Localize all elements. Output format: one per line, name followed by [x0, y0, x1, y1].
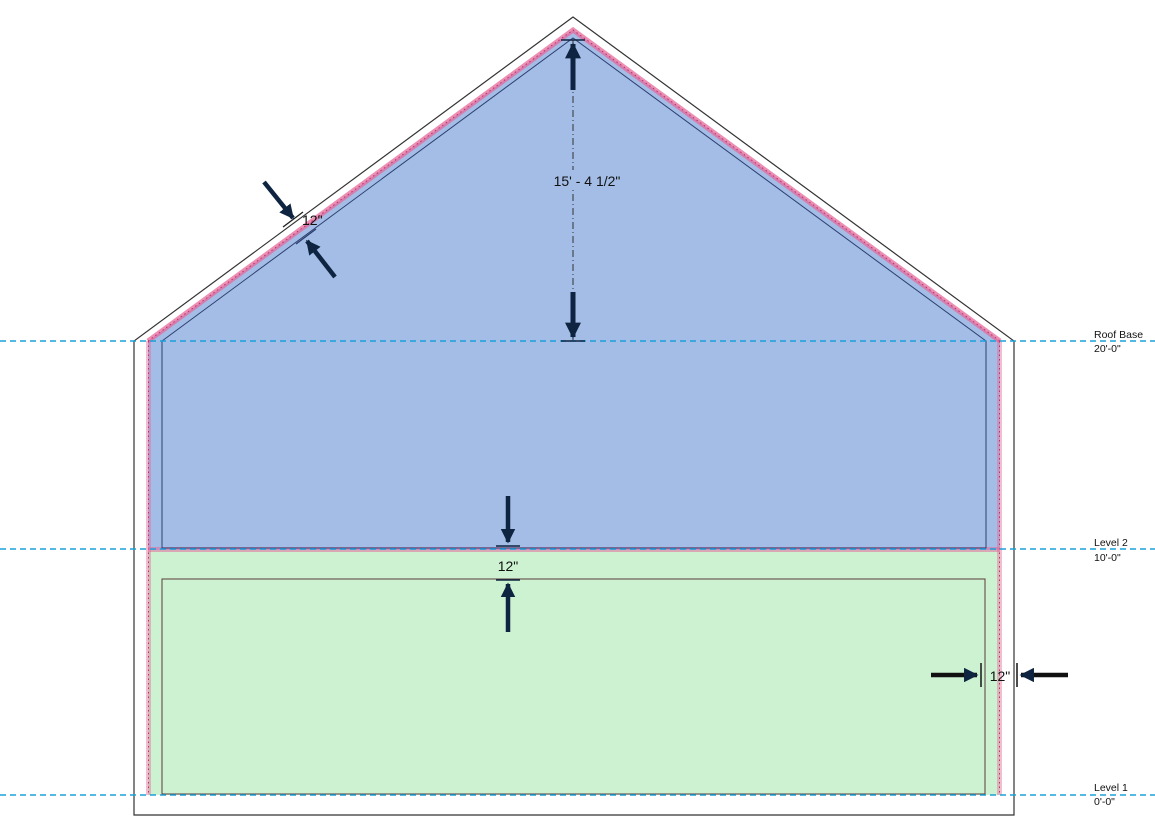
inner-room-outline: [161, 578, 986, 795]
lower-story-zone: [148, 550, 1000, 795]
wall-thickness-label: 12": [990, 668, 1011, 684]
level-elevation-level-1: 0'-0": [1094, 796, 1115, 808]
level-elevation-level-2: 10'-0": [1094, 552, 1121, 564]
level-elevation-roof-base: 20'-0": [1094, 343, 1121, 355]
outer-building-outline: [133, 16, 1015, 816]
roof-thickness-tick-inner: [295, 228, 317, 245]
level-label-roof-base: Roof Base: [1094, 329, 1143, 341]
upper-story-zone: [148, 30, 1000, 550]
roof-height-label: 15' - 4 1/2": [554, 173, 621, 189]
roof-thickness-tick-outer: [282, 211, 304, 228]
roof-insulation-dots: [147, 29, 1001, 342]
level-label-level-1: Level 1: [1094, 782, 1128, 794]
inner-attic-outline: [161, 37, 987, 549]
roof-height-label-bg: [545, 170, 627, 190]
right-wall-insulation: [997, 341, 1002, 795]
roof-thickness-label: 12": [302, 212, 323, 228]
roof-thickness-arrow-in: [262, 180, 295, 220]
floor-thickness-label: 12": [498, 558, 519, 574]
level-label-level-2: Level 2: [1094, 537, 1128, 549]
roof-thickness-arrow-out: [305, 239, 337, 279]
left-wall-insulation: [146, 341, 151, 795]
